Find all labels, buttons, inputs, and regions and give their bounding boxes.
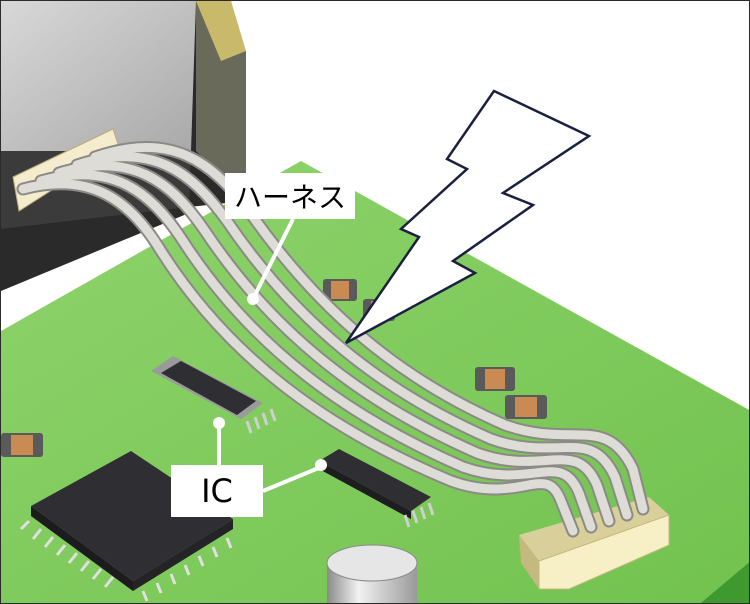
smd-resistor — [323, 279, 357, 301]
ic-chip — [151, 356, 277, 434]
qfp-chip — [19, 451, 233, 602]
capacitor — [326, 544, 418, 603]
smd-resistor — [505, 395, 547, 419]
harness-leader-line — [247, 218, 295, 305]
smd-resistor — [475, 367, 515, 391]
ic-chip — [319, 449, 435, 528]
smd-resistor — [1, 433, 43, 457]
wire-harness — [16, 141, 650, 538]
harness-label: ハーネス — [225, 173, 355, 219]
ic-leader-lines — [213, 417, 327, 493]
noise-lightning-icon — [344, 89, 592, 345]
ic-label: IC — [171, 465, 263, 517]
